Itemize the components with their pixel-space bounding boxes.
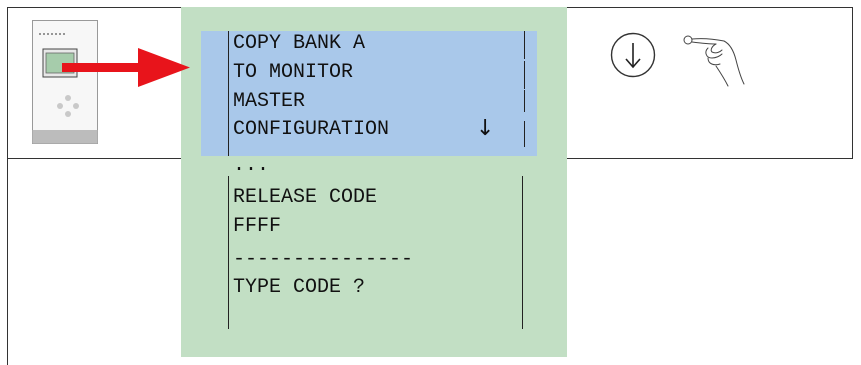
pressing-hand-icon xyxy=(683,35,745,87)
release-code-value: FFFF xyxy=(233,215,282,238)
lcd-right-border-1 xyxy=(524,31,525,59)
display-line-3: MASTER xyxy=(233,90,306,113)
separator-line: --------------- xyxy=(233,248,414,271)
display-line-2: TO MONITOR xyxy=(233,61,354,84)
highlighted-menu-entry xyxy=(201,31,537,156)
frame-right-line xyxy=(852,7,853,158)
lcd-right-border-4 xyxy=(524,121,525,147)
lcd-right-border-3 xyxy=(524,90,525,112)
lcd-right-border-bottom xyxy=(522,176,523,329)
controller-device-icon xyxy=(32,20,98,144)
lcd-left-border-top xyxy=(228,31,229,156)
frame-left-line xyxy=(7,7,8,365)
down-arrow-key-icon xyxy=(610,32,656,78)
display-line-4: CONFIGURATION xyxy=(233,118,390,141)
scroll-down-indicator: ↓ xyxy=(476,116,495,141)
release-code-label: RELEASE CODE xyxy=(233,186,378,209)
lcd-right-border-2 xyxy=(524,61,525,89)
lcd-left-border-bottom xyxy=(228,176,229,329)
display-line-1: COPY BANK A xyxy=(233,32,366,55)
right-arrow-icon xyxy=(62,48,190,87)
ellipsis-text: ... xyxy=(233,154,270,177)
type-code-prompt: TYPE CODE ? xyxy=(233,276,366,299)
